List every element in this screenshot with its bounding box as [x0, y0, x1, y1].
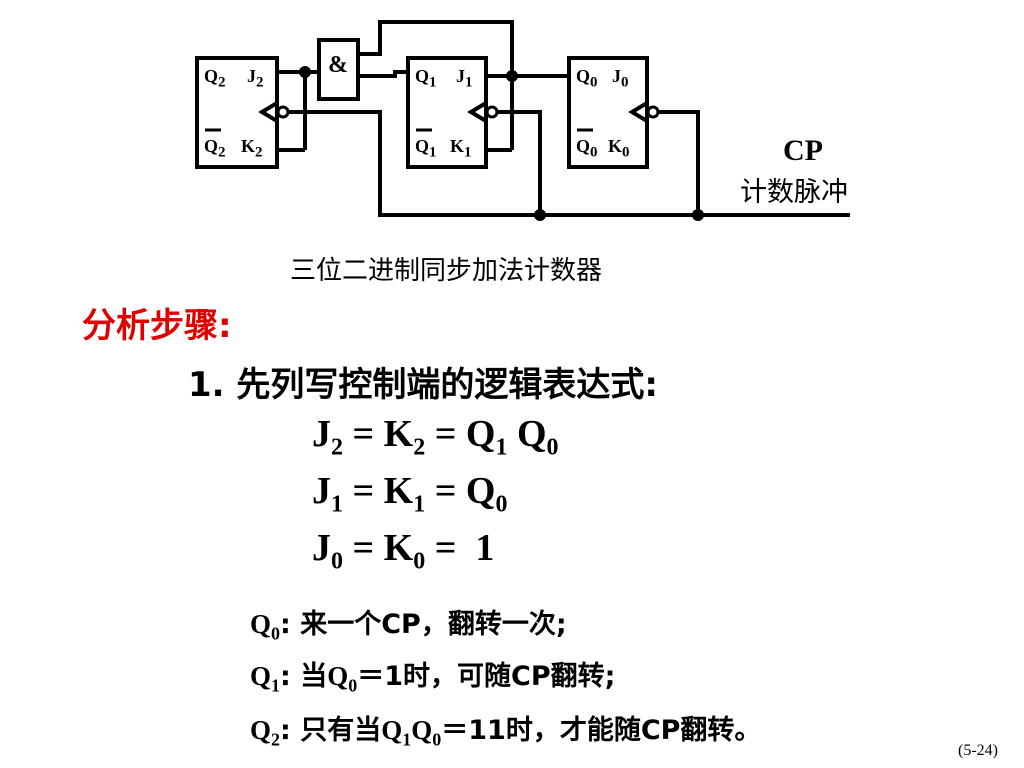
analysis-heading: 分析步骤:	[82, 306, 232, 346]
ff1-k-label: K1	[450, 136, 472, 161]
ff2-q-label: Q2	[204, 66, 226, 91]
ff0-j-label: J0	[612, 66, 629, 91]
ff1-q-label: Q1	[415, 66, 437, 91]
note-q0: Q0: 来一个CP，翻转一次;	[250, 609, 567, 644]
circuit-wires	[277, 20, 850, 217]
ff1-j-label: J1	[456, 66, 473, 91]
ff0-q-label: Q0	[576, 66, 598, 91]
ff1-qbar-label: Q1	[415, 136, 437, 161]
equation-j0: J0 = K0 = 1	[312, 527, 495, 575]
equation-j2: J2 = K2 = Q1 Q0	[312, 413, 559, 461]
note-q2: Q2: 只有当Q1Q0＝11时，才能随CP翻转。	[250, 715, 762, 750]
cp-description: 计数脉冲	[740, 177, 848, 208]
clock-bubble-0	[646, 105, 660, 119]
junction-dot	[534, 209, 546, 221]
note-q1: Q1: 当Q0＝1时，可随CP翻转;	[250, 661, 616, 696]
clock-triangle-0	[628, 101, 649, 123]
junction-dot	[692, 209, 704, 221]
ff2-k-label: K2	[241, 136, 263, 161]
diagram-caption: 三位二进制同步加法计数器	[290, 256, 603, 286]
counter-circuit-diagram	[195, 20, 850, 221]
clock-triangle-1	[467, 101, 488, 123]
and-gate-label: &	[328, 52, 348, 78]
cp-label: CP	[783, 134, 823, 167]
junction-dot	[299, 66, 311, 78]
ff0-k-label: K0	[608, 136, 630, 161]
clock-bubble-2	[276, 105, 290, 119]
page-number: (5-24)	[958, 742, 998, 759]
step-1-title: 1. 先列写控制端的逻辑表达式:	[188, 365, 659, 405]
ff0-qbar-label: Q0	[576, 136, 598, 161]
ff2-qbar-label: Q2	[204, 136, 226, 161]
and-gate-box	[317, 38, 360, 101]
ff2-j-label: J2	[247, 66, 264, 91]
equation-j1: J1 = K1 = Q0	[312, 470, 508, 518]
junction-dot	[506, 70, 518, 82]
clock-bubble-1	[485, 105, 499, 119]
clock-triangle-2	[258, 101, 279, 123]
